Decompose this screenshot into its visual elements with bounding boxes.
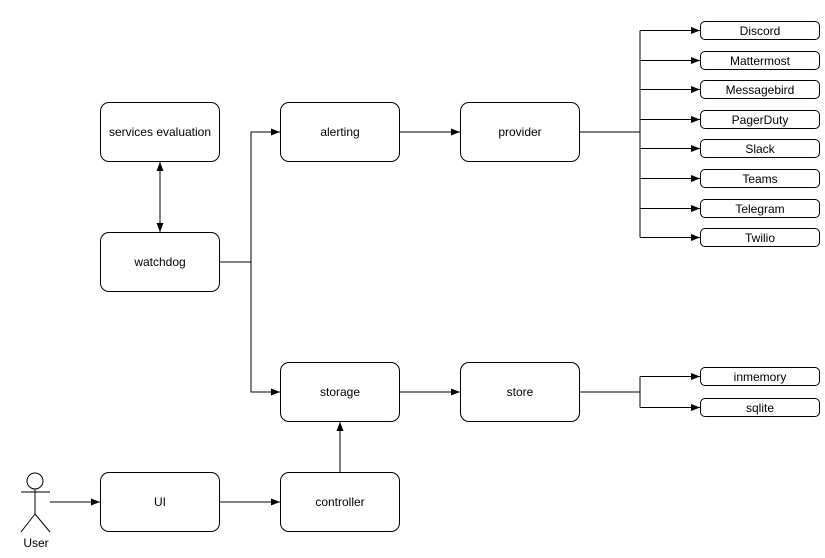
node-controller: controller — [280, 472, 400, 532]
node-store: store — [460, 362, 580, 422]
node-provider-slack: Slack — [700, 139, 820, 158]
node-store-inmemory: inmemory — [700, 367, 820, 386]
node-alerting: alerting — [280, 102, 400, 162]
node-provider-telegram: Telegram — [700, 199, 820, 218]
arrow-watchdog-alerting — [220, 128, 280, 263]
node-store-sqlite: sqlite — [700, 398, 820, 417]
node-provider-teams: Teams — [700, 169, 820, 188]
node-provider-messagebird: Messagebird — [700, 80, 820, 99]
node-watchdog: watchdog — [100, 232, 220, 292]
node-services-evaluation: services evaluation — [100, 102, 220, 162]
user-actor-label: User — [23, 536, 49, 550]
node-provider: provider — [460, 102, 580, 162]
node-storage: storage — [280, 362, 400, 422]
user-actor-icon — [20, 472, 51, 533]
node-provider-mattermost: Mattermost — [700, 51, 820, 70]
node-provider-twilio: Twilio — [700, 228, 820, 247]
node-provider-pagerduty: PagerDuty — [700, 110, 820, 129]
node-ui: UI — [100, 472, 220, 532]
arrow-watchdog-storage — [250, 262, 280, 396]
node-provider-discord: Discord — [700, 21, 820, 40]
